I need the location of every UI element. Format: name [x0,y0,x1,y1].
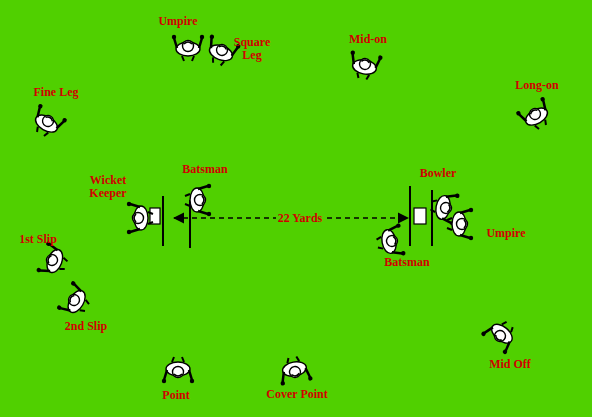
position-label: Umpire [158,15,197,28]
position-label: 22 Yards [276,212,325,225]
position-label: Bowler [420,167,457,180]
position-label: Mid-on [349,33,387,46]
position-label: 1st Slip [19,233,57,246]
position-label: Batsman [182,163,227,176]
players [26,34,556,386]
position-label: Mid Off [489,358,531,371]
position-label: Cover Point [266,388,327,401]
position-label: Umpire [486,227,525,240]
position-label: Fine Leg [34,86,79,99]
position-label: Batsman [384,256,429,269]
position-label: 2nd Slip [65,320,107,333]
position-label: Point [162,389,189,402]
position-label: Long-on [515,79,558,92]
position-label: Wicket Keeper [83,174,133,200]
position-label: Square Leg [228,36,276,62]
